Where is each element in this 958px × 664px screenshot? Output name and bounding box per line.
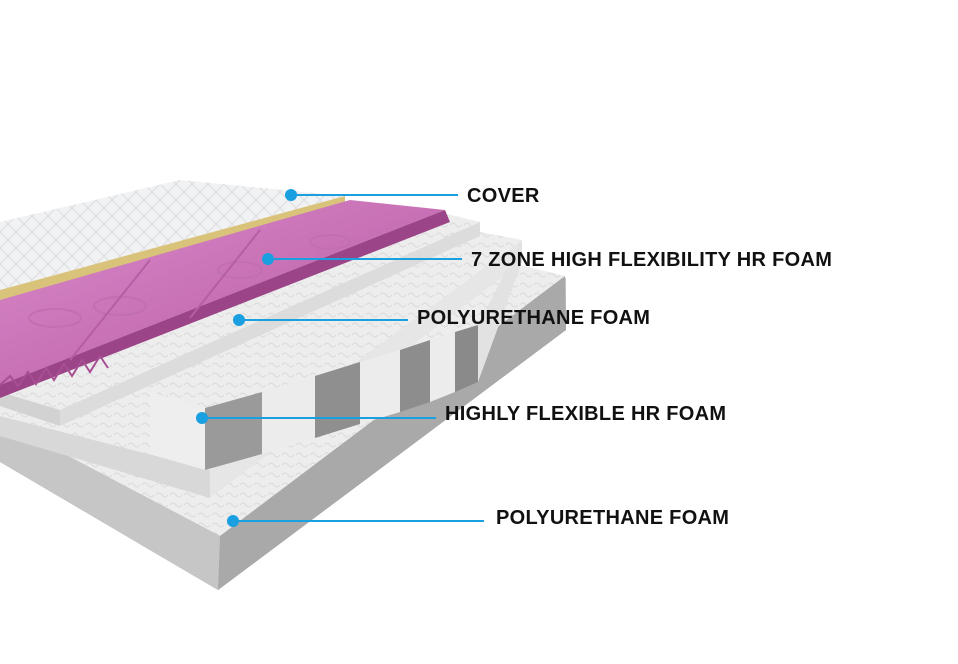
zone-foam-layer (0, 200, 450, 398)
poly-foam-top-label: POLYURETHANE FOAM (417, 307, 651, 329)
poly-foam-base-callout-dot (227, 515, 239, 527)
callout-leaders (196, 189, 484, 527)
cover-callout-dot (285, 189, 297, 201)
zone-foam-callout-dot (262, 253, 274, 265)
hr-foam-callout-dot (196, 412, 208, 424)
cover-label: COVER (467, 185, 540, 207)
poly-foam-base-label: POLYURETHANE FOAM (496, 507, 730, 529)
zone-foam-label: 7 ZONE HIGH FLEXIBILITY HR FOAM (471, 249, 833, 271)
poly-foam-top-callout-dot (233, 314, 245, 326)
hr-foam-label: HIGHLY FLEXIBLE HR FOAM (445, 403, 727, 425)
